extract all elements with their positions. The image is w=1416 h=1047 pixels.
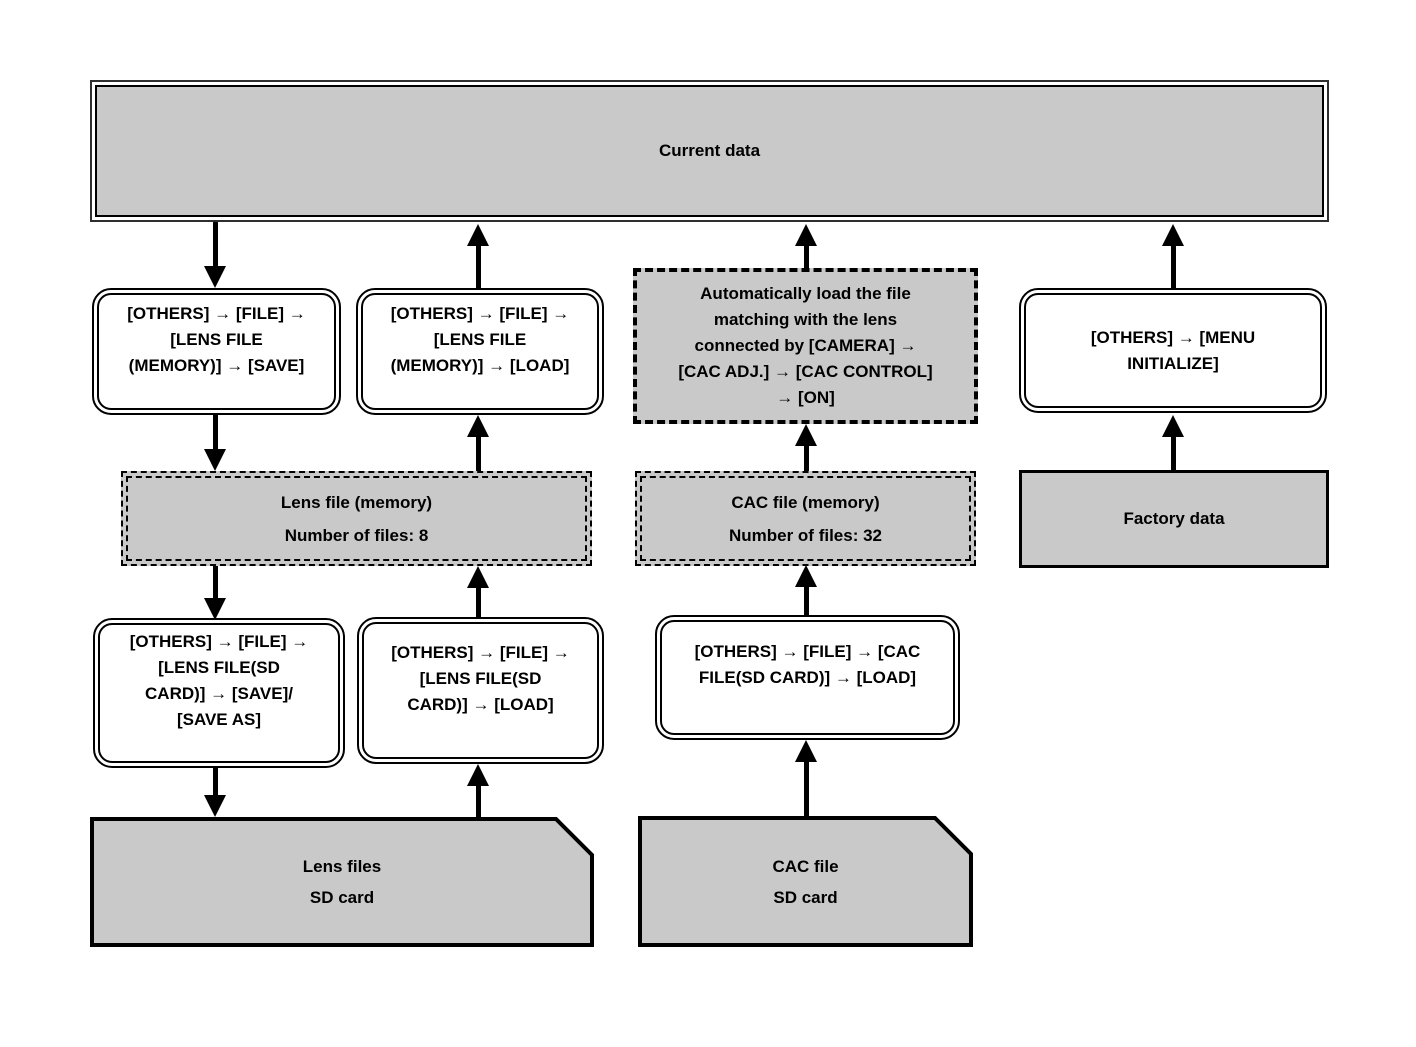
arrowhead-down-icon <box>204 449 226 471</box>
save-lens-sd-label: [OTHERS] → [FILE] → [LENS FILE(SD CARD)]… <box>129 632 309 729</box>
arrowhead-up-icon <box>467 566 489 588</box>
arrowhead-up-icon <box>1162 415 1184 437</box>
lens-sd-card: Lens files SD card <box>90 817 594 947</box>
arrowhead-up-icon <box>467 224 489 246</box>
arrow-shaft <box>803 585 809 615</box>
arrowhead-down-icon <box>204 266 226 288</box>
arrow-lens-memory-to-save-lens-sd <box>204 566 226 620</box>
auto-load-cac-label: Automatically load the file matching wit… <box>678 284 933 407</box>
load-lens-sd-box-inner: [OTHERS] → [FILE] → [LENS FILE(SD CARD)]… <box>362 622 599 759</box>
factory-data-box: Factory data <box>1019 470 1329 568</box>
cac-file-memory-box-inner: CAC file (memory) Number of files: 32 <box>640 476 971 561</box>
arrow-sd-card-to-load-lens-sd <box>467 764 489 817</box>
load-lens-memory-box-inner: [OTHERS] → [FILE] → [LENS FILE (MEMORY)]… <box>361 293 599 410</box>
arrow-shaft <box>475 244 481 288</box>
arrow-load-lens-memory-to-current <box>467 224 489 288</box>
menu-initialize-box-inner: [OTHERS] → [MENU INITIALIZE] <box>1024 293 1322 408</box>
arrowhead-up-icon <box>795 424 817 446</box>
arrow-load-lens-sd-to-lens-memory <box>467 566 489 617</box>
lens-file-memory-box-inner: Lens file (memory) Number of files: 8 <box>126 476 587 561</box>
arrow-shaft <box>1170 244 1176 288</box>
lens-sd-card-title: Lens files <box>302 857 382 876</box>
arrow-cac-memory-to-auto-load-cac <box>795 424 817 471</box>
load-cac-sd-label: [OTHERS] → [FILE] → [CAC FILE(SD CARD)] … <box>694 641 921 687</box>
current-data-box-inner: Current data <box>95 85 1324 217</box>
cac-file-memory-count: Number of files: 32 <box>728 525 883 545</box>
sd-card-shape-icon <box>638 816 973 947</box>
sd-card-shape-icon <box>90 817 594 947</box>
arrow-cac-sd-card-to-load-cac-sd <box>795 740 817 816</box>
arrow-shaft <box>212 768 218 797</box>
arrowhead-up-icon <box>467 764 489 786</box>
save-lens-sd-box: [OTHERS] → [FILE] → [LENS FILE(SD CARD)]… <box>93 618 345 768</box>
save-lens-memory-box: [OTHERS] → [FILE] → [LENS FILE (MEMORY)]… <box>92 288 341 415</box>
cac-sd-card-title: CAC file <box>772 856 839 876</box>
cac-file-memory-box: CAC file (memory) Number of files: 32 <box>635 471 976 566</box>
cac-file-memory-title: CAC file (memory) <box>731 492 880 512</box>
arrow-menu-initialize-to-current <box>1162 224 1184 288</box>
cac-sd-card: CAC file SD card <box>638 816 973 947</box>
load-lens-memory-label: [OTHERS] → [FILE] → [LENS FILE (MEMORY)]… <box>390 303 570 375</box>
lens-sd-card-subtitle: SD card <box>309 888 375 907</box>
arrow-shaft <box>475 784 481 817</box>
load-cac-sd-box-inner: [OTHERS] → [FILE] → [CAC FILE(SD CARD)] … <box>660 620 955 735</box>
arrow-current-to-save-lens-memory <box>204 222 226 288</box>
arrowhead-up-icon <box>795 224 817 246</box>
lens-file-memory-count: Number of files: 8 <box>284 525 429 545</box>
arrowhead-up-icon <box>1162 224 1184 246</box>
menu-initialize-box: [OTHERS] → [MENU INITIALIZE] <box>1019 288 1327 413</box>
arrow-shaft <box>212 415 218 451</box>
arrow-shaft <box>212 566 218 600</box>
cac-sd-card-subtitle: SD card <box>773 887 838 907</box>
arrowhead-down-icon <box>204 598 226 620</box>
current-data-box: Current data <box>90 80 1329 222</box>
lens-sd-card-text: Lens files SD card <box>90 817 594 947</box>
arrow-shaft <box>803 444 809 471</box>
arrow-load-cac-sd-to-cac-memory <box>795 565 817 615</box>
save-lens-memory-box-inner: [OTHERS] → [FILE] → [LENS FILE (MEMORY)]… <box>97 293 336 410</box>
arrowhead-up-icon <box>795 565 817 587</box>
arrow-factory-data-to-menu-initialize <box>1162 415 1184 470</box>
arrow-shaft <box>803 244 809 268</box>
cac-sd-card-text: CAC file SD card <box>638 816 973 947</box>
factory-data-label: Factory data <box>1123 509 1225 528</box>
arrow-shaft <box>212 222 218 268</box>
save-lens-sd-box-inner: [OTHERS] → [FILE] → [LENS FILE(SD CARD)]… <box>98 623 340 763</box>
load-lens-memory-box: [OTHERS] → [FILE] → [LENS FILE (MEMORY)]… <box>356 288 604 415</box>
load-cac-sd-box: [OTHERS] → [FILE] → [CAC FILE(SD CARD)] … <box>655 615 960 740</box>
auto-load-cac-box: Automatically load the file matching wit… <box>633 268 978 424</box>
arrowhead-down-icon <box>204 795 226 817</box>
load-lens-sd-label: [OTHERS] → [FILE] → [LENS FILE(SD CARD)]… <box>391 642 570 714</box>
lens-file-memory-title: Lens file (memory) <box>280 492 433 512</box>
arrow-lens-memory-to-load-lens-memory <box>467 415 489 471</box>
arrow-shaft <box>475 435 481 471</box>
arrow-shaft <box>1170 435 1176 470</box>
menu-initialize-label: [OTHERS] → [MENU INITIALIZE] <box>1090 327 1256 373</box>
arrow-save-lens-memory-to-lens-memory <box>204 415 226 471</box>
arrow-shaft <box>803 760 809 816</box>
lens-file-memory-box: Lens file (memory) Number of files: 8 <box>121 471 592 566</box>
current-data-label: Current data <box>658 141 761 160</box>
save-lens-memory-label: [OTHERS] → [FILE] → [LENS FILE (MEMORY)]… <box>127 303 306 375</box>
arrow-shaft <box>475 586 481 617</box>
arrowhead-up-icon <box>795 740 817 762</box>
arrow-save-lens-sd-to-sd-card <box>204 768 226 817</box>
arrowhead-up-icon <box>467 415 489 437</box>
arrow-auto-load-cac-to-current <box>795 224 817 268</box>
load-lens-sd-box: [OTHERS] → [FILE] → [LENS FILE(SD CARD)]… <box>357 617 604 764</box>
